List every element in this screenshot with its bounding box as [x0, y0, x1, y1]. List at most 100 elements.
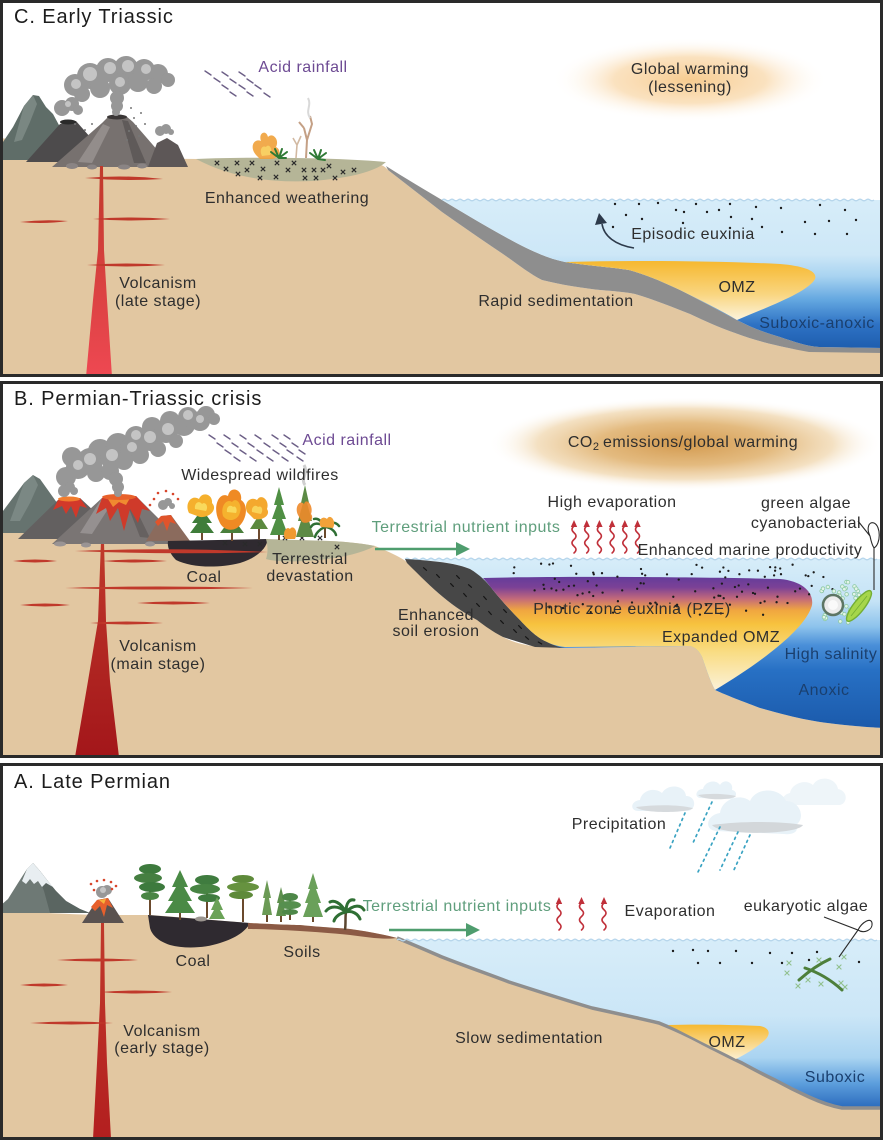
- continental-land: [0, 138, 883, 377]
- particle-dot: [812, 571, 815, 574]
- label-volcanism: Volcanism (main stage): [111, 638, 206, 674]
- volcanic-sparks: [148, 489, 180, 507]
- ash-puff: [87, 464, 105, 482]
- wildfire-flame: [319, 516, 335, 528]
- particle-dot: [738, 573, 741, 576]
- spark: [152, 497, 156, 501]
- cyanobacteria-cell: [842, 586, 847, 592]
- acid-rain-drop: [231, 442, 239, 448]
- volcano-crater: [58, 496, 80, 502]
- acid-rain-dashes: [208, 434, 306, 462]
- tree-foliage: [279, 901, 301, 909]
- magma-sill: [90, 621, 163, 625]
- ash-highlight: [71, 79, 81, 89]
- x-mark: [235, 171, 241, 177]
- acid-rain-drop: [238, 84, 246, 90]
- particle-dot: [592, 594, 595, 598]
- particle-dot: [621, 589, 624, 592]
- tree-foliage: [190, 509, 214, 533]
- sediment-particle: [456, 575, 460, 579]
- acid-rain-drop: [213, 77, 221, 83]
- ash-particle: [140, 112, 142, 114]
- panel-b-permian-triassic-crisis: B. Permian-Triassic crisis Acid rainfall…: [0, 381, 883, 758]
- tree-foliage: [250, 515, 268, 529]
- panel-c-illustration: [0, 38, 883, 377]
- particle-dot: [794, 590, 797, 593]
- label-evaporation: Evaporation: [624, 903, 716, 920]
- ash-highlight: [162, 423, 174, 435]
- rain-streak: [669, 812, 686, 849]
- rain-streak: [732, 834, 751, 873]
- volcanic-edifice: [0, 863, 124, 923]
- particle-dot: [554, 605, 557, 608]
- euxinia-particles: [512, 562, 834, 616]
- eroded-soil-layer: [405, 559, 565, 648]
- sediment-particle: [463, 592, 467, 598]
- euxinia-particles: [611, 201, 858, 236]
- spark: [89, 882, 93, 886]
- acid-rain-drop: [247, 442, 255, 448]
- particle-dot: [728, 202, 732, 206]
- x-mark: [257, 175, 263, 181]
- particle-dot: [807, 574, 810, 578]
- ash-particle: [135, 125, 137, 127]
- tree-foliage: [303, 873, 323, 917]
- ash-highlight: [131, 430, 141, 440]
- magma-sill: [103, 559, 167, 563]
- ash-column: [114, 489, 122, 497]
- label-photic-zone-euxinia: Photic zone euxinia (PZE): [533, 601, 731, 618]
- magma-sill: [65, 586, 253, 590]
- x-mark: [244, 167, 250, 173]
- small-volcano-crater: [60, 119, 76, 125]
- particle-dot: [779, 206, 783, 210]
- weathering-marks: [214, 160, 357, 181]
- x-mark: [234, 160, 240, 166]
- snow-cap: [22, 863, 53, 887]
- x-mark: [242, 541, 248, 547]
- particle-dot: [569, 564, 573, 567]
- algae-bloom: [819, 579, 873, 625]
- particle-dot: [553, 577, 556, 580]
- magma-conduit: [86, 166, 112, 377]
- magma-sill: [100, 990, 172, 994]
- volcanic-edifice: [0, 475, 190, 548]
- palm-plant: [309, 149, 327, 161]
- particle-dot: [588, 591, 591, 594]
- particle-dot: [600, 572, 604, 575]
- label-omz: OMZ: [718, 279, 756, 296]
- particle-dot: [642, 582, 645, 585]
- label-coal: Coal: [175, 953, 211, 970]
- particle-dot: [744, 609, 748, 612]
- cyanobacteria-cell: [852, 591, 857, 597]
- sediment-particle: [524, 636, 530, 640]
- particle-dot: [822, 575, 825, 579]
- forest: [134, 864, 366, 931]
- palm-plant: [270, 148, 288, 159]
- sediment-particle: [436, 574, 440, 578]
- particle-dot: [677, 608, 680, 611]
- particle-dot: [845, 232, 849, 236]
- particle-dot: [630, 601, 634, 604]
- sediment-particle: [476, 603, 480, 607]
- conifer-tree: [262, 880, 272, 922]
- sediment-particle: [483, 595, 487, 601]
- ash-particle: [128, 130, 130, 132]
- particle-dot: [791, 563, 794, 566]
- ash-column: [112, 108, 120, 116]
- algal-cell: [786, 960, 792, 966]
- label-volcanism-stage: (main stage): [110, 656, 206, 673]
- rain-streak: [697, 826, 721, 873]
- particle-dot: [804, 574, 807, 577]
- particle-dot: [728, 603, 732, 606]
- lava-flow: [91, 898, 113, 917]
- ash-highlight: [122, 60, 134, 72]
- acid-rain-drop: [246, 91, 254, 97]
- cloud: [632, 786, 695, 811]
- cyanobacteria-cell: [845, 579, 851, 585]
- ash-particle: [130, 107, 132, 109]
- ash-particle: [133, 117, 135, 119]
- label-enhanced-weathering: Enhanced weathering: [204, 190, 370, 207]
- burning-palm: [309, 516, 341, 539]
- magma-conduit: [75, 541, 119, 757]
